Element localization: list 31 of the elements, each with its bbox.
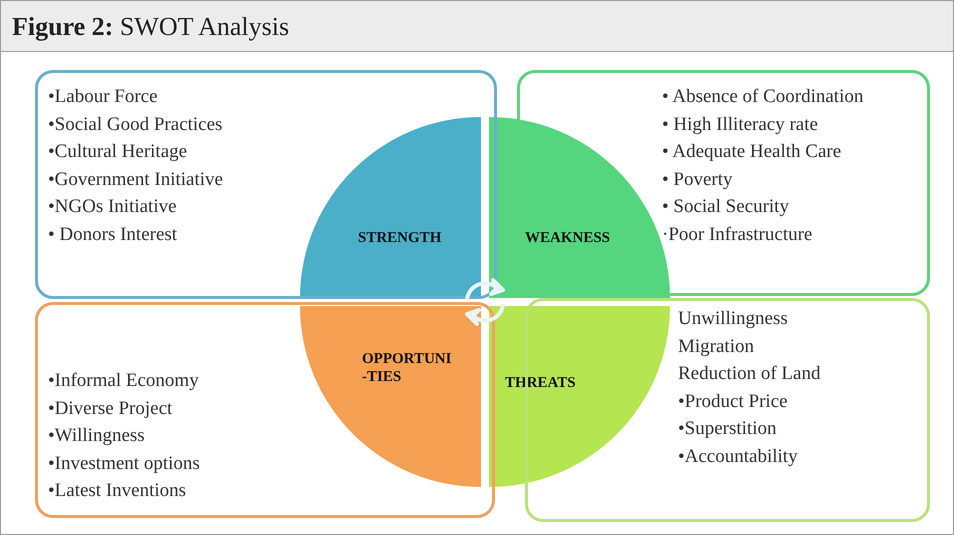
bullet-item: •Labour Force — [48, 85, 158, 109]
bullet-item: •Willingness — [48, 424, 145, 448]
list-card — [35, 302, 495, 518]
bullet-item: • Poverty — [662, 168, 733, 192]
bullet-item: •Cultural Heritage — [48, 140, 188, 164]
bullet-item: •Superstition — [678, 417, 776, 441]
bullet-item: • High Illiteracy rate — [662, 112, 818, 136]
figure-title: Figure 2: SWOT Analysis — [12, 12, 290, 42]
bullet-item: Unwillingness — [678, 307, 788, 331]
list-card — [517, 70, 930, 296]
bullet-item: Migration — [678, 334, 754, 358]
bullet-item: •Product Price — [678, 390, 788, 414]
quadrant-title: OPPORTUNI -TIES — [362, 350, 452, 386]
bullet-item: • Absence of Coordination — [662, 85, 864, 109]
bullet-item: •Informal Economy — [48, 369, 199, 393]
list-card — [35, 70, 497, 299]
bullet-item: • Donors Interest — [48, 222, 178, 246]
bullet-item: • Social Security — [662, 195, 789, 219]
bullet-item: •Investment options — [48, 452, 200, 476]
bullet-item: Reduction of Land — [678, 362, 820, 386]
bullet-item: •Government Initiative — [48, 168, 223, 192]
bullet-item: •Social Good Practices — [48, 112, 222, 136]
quadrant-title: STRENGTH — [358, 229, 442, 247]
bullet-item: •Diverse Project — [48, 396, 172, 420]
quadrant-title: THREATS — [505, 374, 577, 392]
bullet-item: •NGOs Initiative — [48, 195, 177, 219]
bullet-item: ·Poor Infrastructure — [662, 222, 812, 246]
quadrant-title: WEAKNESS — [525, 229, 612, 247]
bullet-item: • Adequate Health Care — [662, 140, 842, 164]
bullet-item: •Accountability — [678, 444, 798, 468]
bullet-item: •Latest Inventions — [48, 479, 186, 503]
